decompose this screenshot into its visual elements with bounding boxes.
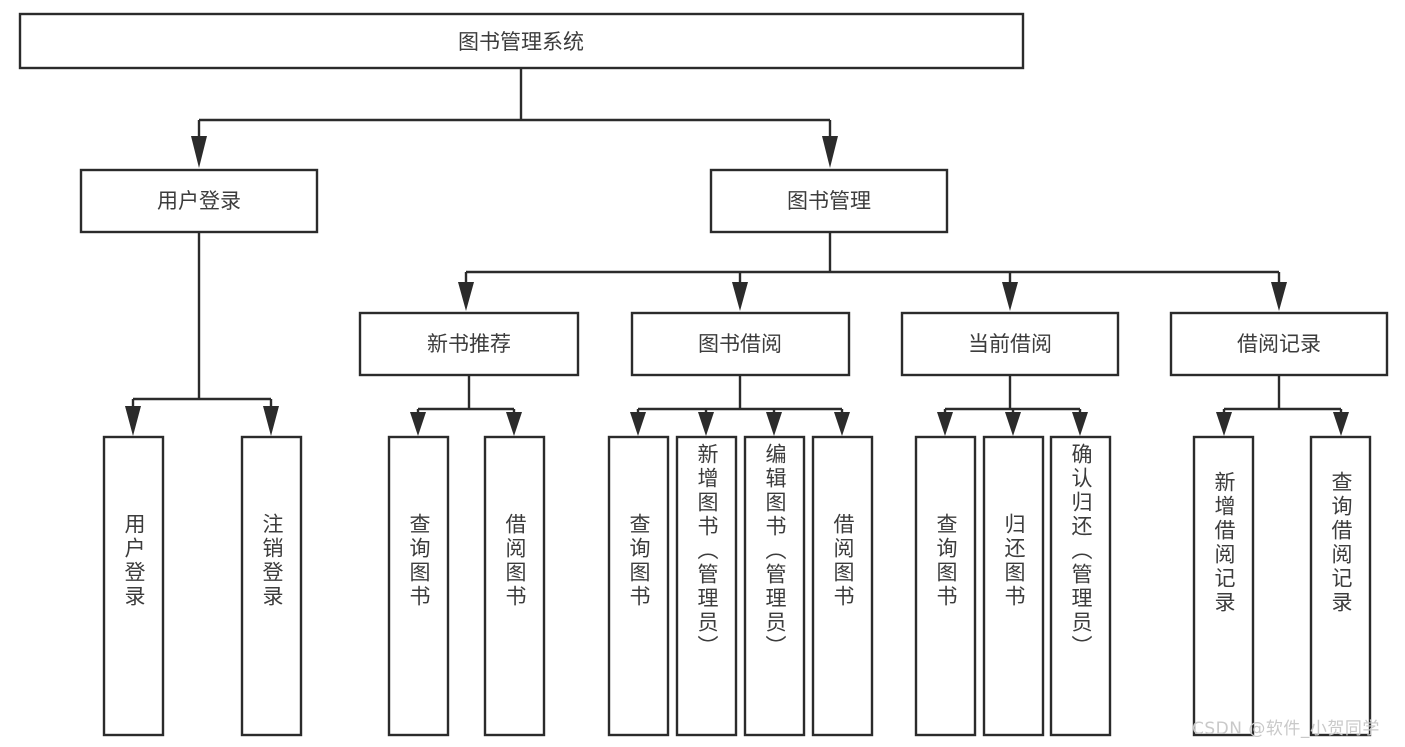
node-borrow-record-box[interactable]	[1169, 311, 1389, 377]
leaf-box-user-login-1[interactable]	[240, 435, 303, 737]
connectors-bookmgmt-to-level3	[458, 232, 1287, 311]
node-root-box[interactable]	[18, 12, 1025, 70]
arrow-head-bookborrow-leaf-0	[630, 412, 646, 436]
node-book-management-box[interactable]	[709, 168, 949, 234]
node-new-book-recommend-label: 新书推荐	[427, 332, 511, 356]
connectors-bookborrow-to-leaves	[630, 375, 850, 436]
leaf-box-new-book-0[interactable]	[387, 435, 450, 737]
leaf-box-current-borrow-1[interactable]	[982, 435, 1045, 737]
node-user-login-box[interactable]	[79, 168, 319, 234]
leaf-boxes-borrow-record	[1192, 435, 1372, 737]
arrow-head-borrow-record	[1271, 282, 1287, 311]
leaf-box-book-borrow-1[interactable]	[675, 435, 738, 737]
leaf-box-book-borrow-2[interactable]	[743, 435, 806, 737]
leaf-boxes-book-borrow	[607, 435, 874, 737]
arrow-head-borrowrecord-leaf-1	[1333, 412, 1349, 436]
leaf-box-book-borrow-3[interactable]	[811, 435, 874, 737]
arrow-head-newbook-leaf-0	[410, 412, 426, 436]
arrow-head-newbook-leaf-1	[506, 412, 522, 436]
leaf-box-borrow-record-1[interactable]	[1309, 435, 1372, 737]
connectors-root-to-level2	[191, 68, 838, 168]
leaf-boxes-user-login	[102, 435, 303, 737]
node-book-borrow-box[interactable]	[630, 311, 851, 377]
connectors-currentborrow-to-leaves	[937, 375, 1088, 436]
arrow-head-current-borrow	[1002, 282, 1018, 311]
leaf-box-user-login-0[interactable]	[102, 435, 165, 737]
leaf-box-current-borrow-2[interactable]	[1049, 435, 1112, 737]
connectors-borrowrecord-to-leaves	[1216, 375, 1349, 436]
node-new-book-recommend-box[interactable]	[358, 311, 580, 377]
node-book-management[interactable]: 图书管理	[709, 168, 949, 234]
node-root[interactable]: 图书管理系统	[18, 12, 1025, 70]
leaf-boxes-current-borrow	[914, 435, 1112, 737]
node-book-management-label: 图书管理	[787, 189, 871, 213]
node-borrow-record-label: 借阅记录	[1237, 332, 1321, 356]
arrow-head-bookborrow-leaf-1	[698, 412, 714, 436]
arrow-head-currentborrow-leaf-2	[1072, 412, 1088, 436]
node-user-login[interactable]: 用户登录	[79, 168, 319, 234]
node-borrow-record[interactable]: 借阅记录	[1169, 311, 1389, 377]
node-new-book-recommend[interactable]: 新书推荐	[358, 311, 580, 377]
leaf-box-borrow-record-0[interactable]	[1192, 435, 1255, 737]
connectors-userlogin-to-leaves	[125, 232, 279, 436]
arrow-head-currentborrow-leaf-1	[1005, 412, 1021, 436]
leaf-box-new-book-1[interactable]	[483, 435, 546, 737]
arrow-head-userlogin-leaf-0	[125, 406, 141, 436]
node-current-borrow-label: 当前借阅	[968, 332, 1052, 356]
arrow-head-book-borrow	[732, 282, 748, 311]
node-book-borrow-label: 图书借阅	[698, 332, 782, 356]
node-current-borrow-box[interactable]	[900, 311, 1120, 377]
arrow-head-userlogin-leaf-1	[263, 406, 279, 436]
arrow-head-new-book	[458, 282, 474, 311]
leaf-boxes-new-book-recommend	[387, 435, 546, 737]
arrow-head-user-login	[191, 136, 207, 168]
connectors-newbook-to-leaves	[410, 375, 522, 436]
leaf-box-book-borrow-0[interactable]	[607, 435, 670, 737]
node-current-borrow[interactable]: 当前借阅	[900, 311, 1120, 377]
arrow-head-book-mgmt	[822, 136, 838, 168]
node-user-login-label: 用户登录	[157, 189, 241, 213]
arrow-head-currentborrow-leaf-0	[937, 412, 953, 436]
leaf-box-current-borrow-0[interactable]	[914, 435, 977, 737]
arrow-head-bookborrow-leaf-3	[834, 412, 850, 436]
node-root-label: 图书管理系统	[458, 30, 584, 54]
csdn-watermark: CSDN @软件_小贺同学	[1192, 719, 1380, 739]
node-book-borrow[interactable]: 图书借阅	[630, 311, 851, 377]
arrow-head-borrowrecord-leaf-0	[1216, 412, 1232, 436]
arrow-head-bookborrow-leaf-2	[766, 412, 782, 436]
